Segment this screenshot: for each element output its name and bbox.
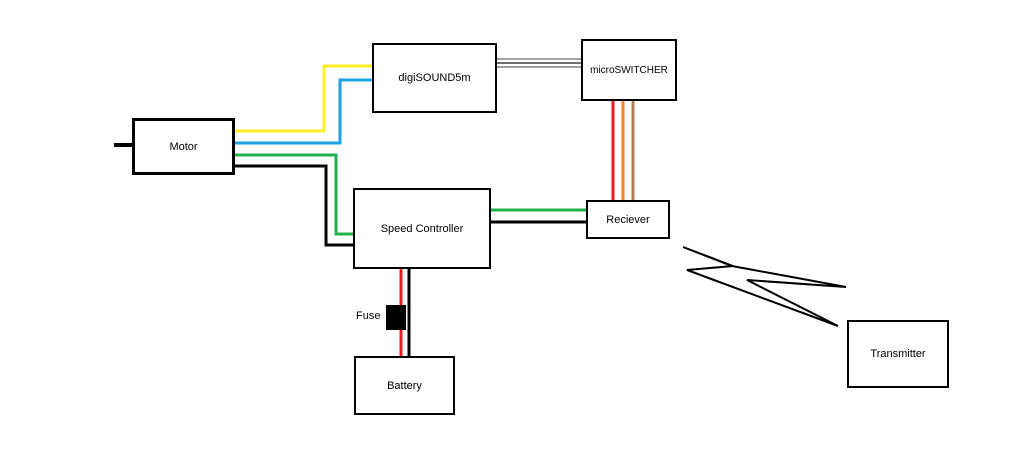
wire-black-motor-esc	[234, 164, 354, 247]
speed-controller-box: Speed Controller	[353, 188, 491, 269]
receiver-label: Reciever	[606, 213, 650, 226]
wire-bus-digisound-microswitcher	[496, 58, 582, 68]
digisound-label: digiSOUND5m	[398, 72, 471, 84]
microswitcher-label: microSWITCHER	[590, 64, 668, 76]
radio-link-lightning	[682, 246, 847, 327]
motor-box: Motor	[132, 118, 235, 175]
digisound-box: digiSOUND5m	[372, 43, 497, 113]
fuse-label: Fuse	[356, 310, 381, 322]
wire-yellow-motor-digisound	[234, 64, 372, 133]
receiver-box: Reciever	[586, 200, 670, 239]
wire-green-motor-esc	[234, 153, 354, 236]
motor-label: Motor	[169, 140, 198, 153]
fuse-symbol	[386, 305, 406, 330]
battery-label: Battery	[387, 379, 422, 392]
transmitter-box: Transmitter	[847, 320, 949, 388]
wire-blue-motor-digisound	[234, 78, 372, 145]
microswitcher-box: microSWITCHER	[581, 39, 677, 101]
battery-box: Battery	[354, 356, 455, 415]
speed-controller-label: Speed Controller	[380, 222, 464, 235]
transmitter-label: Transmitter	[870, 348, 926, 360]
